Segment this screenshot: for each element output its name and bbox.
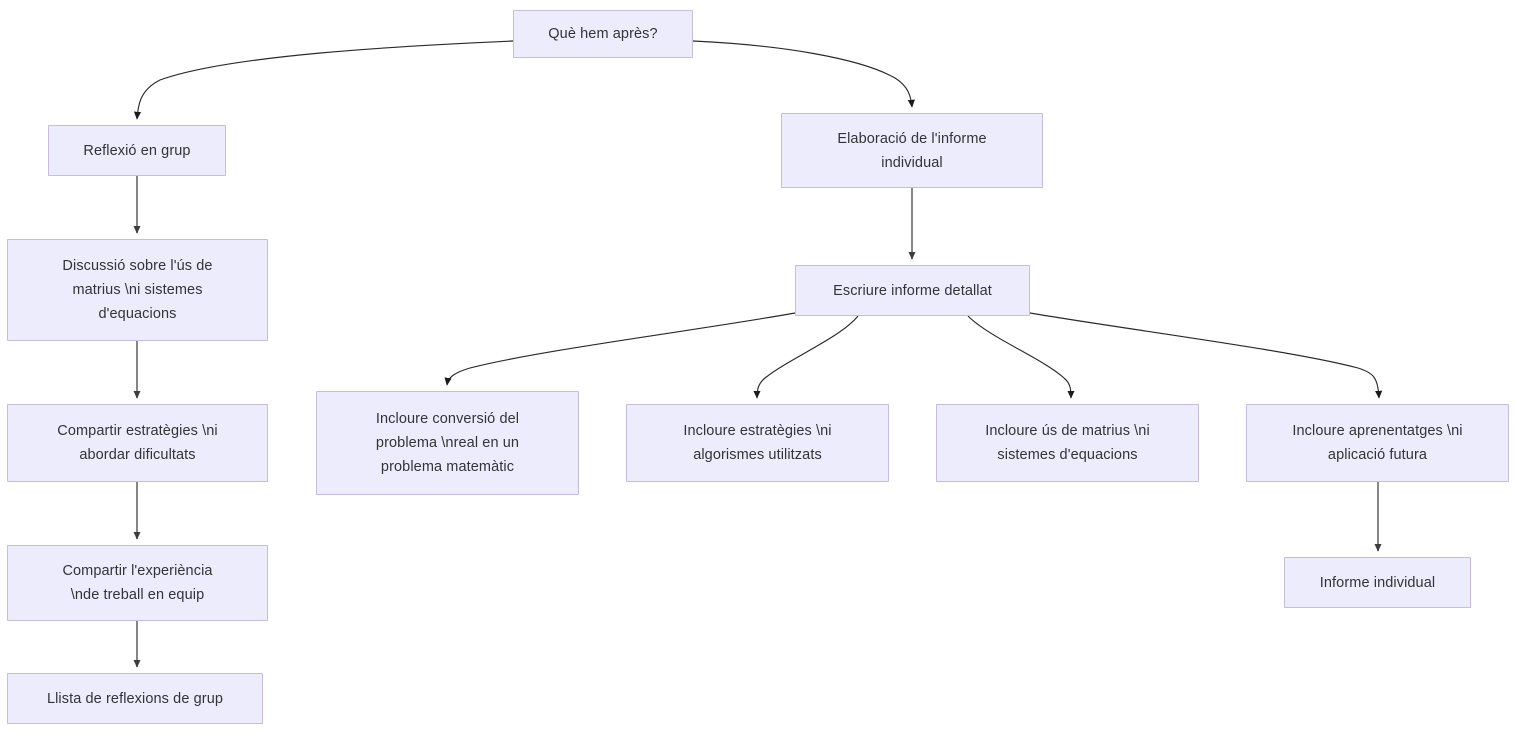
node-incloure-estrategies-algorismes[interactable]: Incloure estratègies \ni algorismes util…: [626, 404, 889, 482]
node-discussio-us-matrius-label: Discussió sobre l'ús de matrius \ni sist…: [62, 258, 213, 322]
edge-root-to-elaboracio: [692, 40, 915, 108]
node-incloure-conversio-problema-label: Incloure conversió del problema \nreal e…: [375, 411, 520, 475]
edge-escriure-to-incloure-aprenentatges: [1029, 312, 1383, 399]
edge-escriure-to-incloure-conversio: [444, 312, 796, 386]
node-elaboracio-informe-individual[interactable]: Elaboració de l'informe individual: [781, 113, 1043, 188]
node-root[interactable]: Què hem après?: [513, 10, 693, 58]
node-compartir-estrategies-label: Compartir estratègies \ni abordar dificu…: [57, 423, 218, 463]
node-escriure-informe-detallat-label: Escriure informe detallat: [833, 282, 992, 299]
node-discussio-us-matrius[interactable]: Discussió sobre l'ús de matrius \ni sist…: [7, 239, 268, 341]
node-informe-individual[interactable]: Informe individual: [1284, 557, 1471, 608]
node-escriure-informe-detallat[interactable]: Escriure informe detallat: [795, 265, 1030, 316]
node-incloure-aprenentatges[interactable]: Incloure aprenentatges \ni aplicació fut…: [1246, 404, 1509, 482]
node-informe-individual-label: Informe individual: [1319, 574, 1436, 591]
node-compartir-estrategies[interactable]: Compartir estratègies \ni abordar dificu…: [7, 404, 268, 482]
node-reflexio-en-grup[interactable]: Reflexió en grup: [48, 125, 226, 176]
node-compartir-experiencia-label: Compartir l'experiència \nde treball en …: [62, 563, 213, 603]
node-incloure-conversio-problema[interactable]: Incloure conversió del problema \nreal e…: [316, 391, 579, 495]
edge-root-to-reflexio: [133, 40, 514, 120]
edge-escriure-to-incloure-estrategies: [753, 315, 859, 399]
node-incloure-us-matrius-label: Incloure ús de matrius \ni sistemes d'eq…: [985, 423, 1150, 463]
node-incloure-aprenentatges-label: Incloure aprenentatges \ni aplicació fut…: [1292, 423, 1463, 463]
node-elaboracio-informe-individual-label: Elaboració de l'informe individual: [837, 130, 987, 171]
node-compartir-experiencia[interactable]: Compartir l'experiència \nde treball en …: [7, 545, 268, 621]
node-root-label: Què hem après?: [548, 26, 658, 42]
node-incloure-estrategies-algorismes-label: Incloure estratègies \ni algorismes util…: [683, 423, 832, 463]
node-incloure-us-matrius[interactable]: Incloure ús de matrius \ni sistemes d'eq…: [936, 404, 1199, 482]
node-llista-reflexions-grup-label: Llista de reflexions de grup: [46, 690, 224, 707]
node-reflexio-en-grup-label: Reflexió en grup: [83, 142, 191, 159]
node-llista-reflexions-grup[interactable]: Llista de reflexions de grup: [7, 673, 263, 724]
edge-escriure-to-incloure-matrius: [967, 315, 1075, 399]
